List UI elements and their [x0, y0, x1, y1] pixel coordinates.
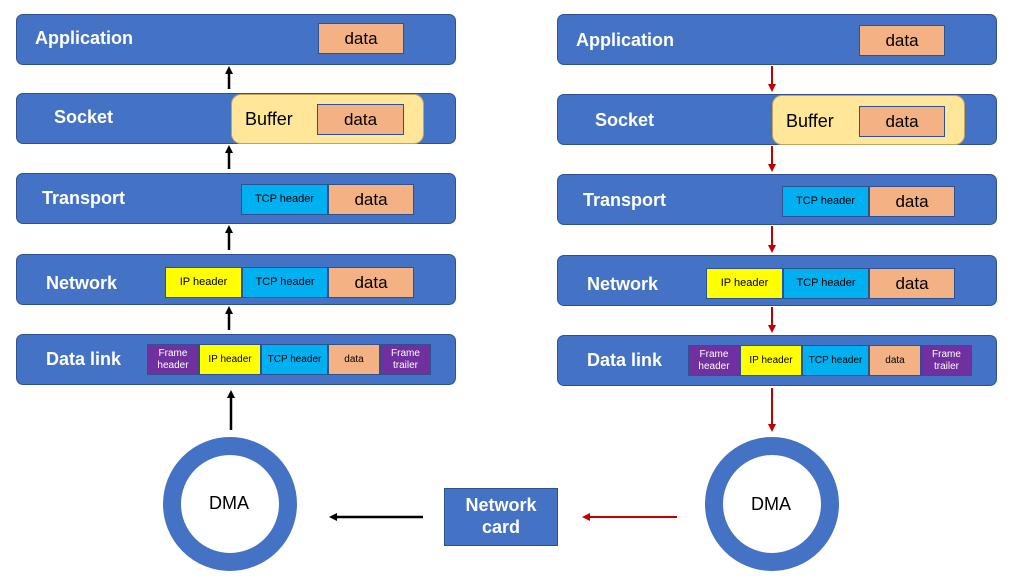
right-network-layer: Network IP header TCP header data: [557, 255, 997, 306]
right-application-label: Application: [576, 30, 674, 50]
left-socket-data: data: [317, 104, 404, 135]
left-datalink-tcp-header: TCP header: [261, 344, 328, 375]
left-network-data: data: [328, 267, 414, 298]
left-application-layer: Application data: [16, 14, 456, 65]
left-socket-layer: Socket Buffer data: [16, 93, 456, 144]
left-datalink-layer: Data link Frame header IP header TCP hea…: [16, 334, 456, 385]
left-application-data: data: [318, 23, 404, 54]
right-network-tcp-header: TCP header: [783, 268, 869, 299]
left-network-tcp-header: TCP header: [242, 267, 328, 298]
right-transport-data: data: [869, 186, 955, 217]
left-transport-layer: Transport TCP header data: [16, 173, 456, 224]
right-datalink-layer: Data link Frame header IP header TCP hea…: [557, 335, 997, 386]
right-transport-layer: Transport TCP header data: [557, 174, 997, 225]
right-application-data: data: [859, 25, 945, 56]
left-datalink-data: data: [328, 344, 380, 375]
right-socket-buffer-label: Buffer: [786, 111, 834, 131]
right-datalink-tcp-header: TCP header: [802, 345, 869, 376]
right-datalink-frame-trailer: Frame trailer: [921, 345, 972, 376]
right-socket-buffer: Buffer data: [772, 95, 965, 145]
left-socket-label: Socket: [54, 107, 114, 127]
left-application-label: Application: [35, 28, 133, 48]
right-datalink-frame-header: Frame header: [688, 345, 740, 376]
right-network-ip-header: IP header: [706, 268, 783, 299]
right-application-layer: Application data: [557, 14, 997, 65]
right-transport-label: Transport: [583, 190, 667, 210]
left-datalink-label: Data link: [46, 349, 122, 369]
right-socket-label: Socket: [595, 110, 655, 130]
left-transport-tcp-header: TCP header: [241, 184, 328, 215]
left-datalink-frame-header: Frame header: [147, 344, 199, 375]
network-card: Network card: [444, 488, 558, 546]
right-dma-label: DMA: [751, 494, 791, 514]
left-socket-buffer: Buffer data: [231, 94, 424, 144]
right-datalink-ip-header: IP header: [740, 345, 802, 376]
right-datalink-label: Data link: [587, 350, 663, 370]
left-datalink-ip-header: IP header: [199, 344, 261, 375]
right-socket-layer: Socket Buffer data: [557, 94, 997, 145]
left-network-label: Network: [46, 273, 118, 293]
right-socket-data: data: [859, 106, 945, 137]
left-dma-label: DMA: [209, 493, 249, 513]
left-transport-data: data: [328, 184, 414, 215]
left-network-layer: Network IP header TCP header data: [16, 254, 456, 305]
right-transport-tcp-header: TCP header: [782, 186, 869, 217]
right-datalink-data: data: [869, 345, 921, 376]
right-network-label: Network: [587, 274, 659, 294]
left-datalink-frame-trailer: Frame trailer: [380, 344, 431, 375]
left-network-ip-header: IP header: [165, 267, 242, 298]
left-socket-buffer-label: Buffer: [245, 109, 293, 129]
right-network-data: data: [869, 268, 955, 299]
left-transport-label: Transport: [42, 188, 126, 208]
